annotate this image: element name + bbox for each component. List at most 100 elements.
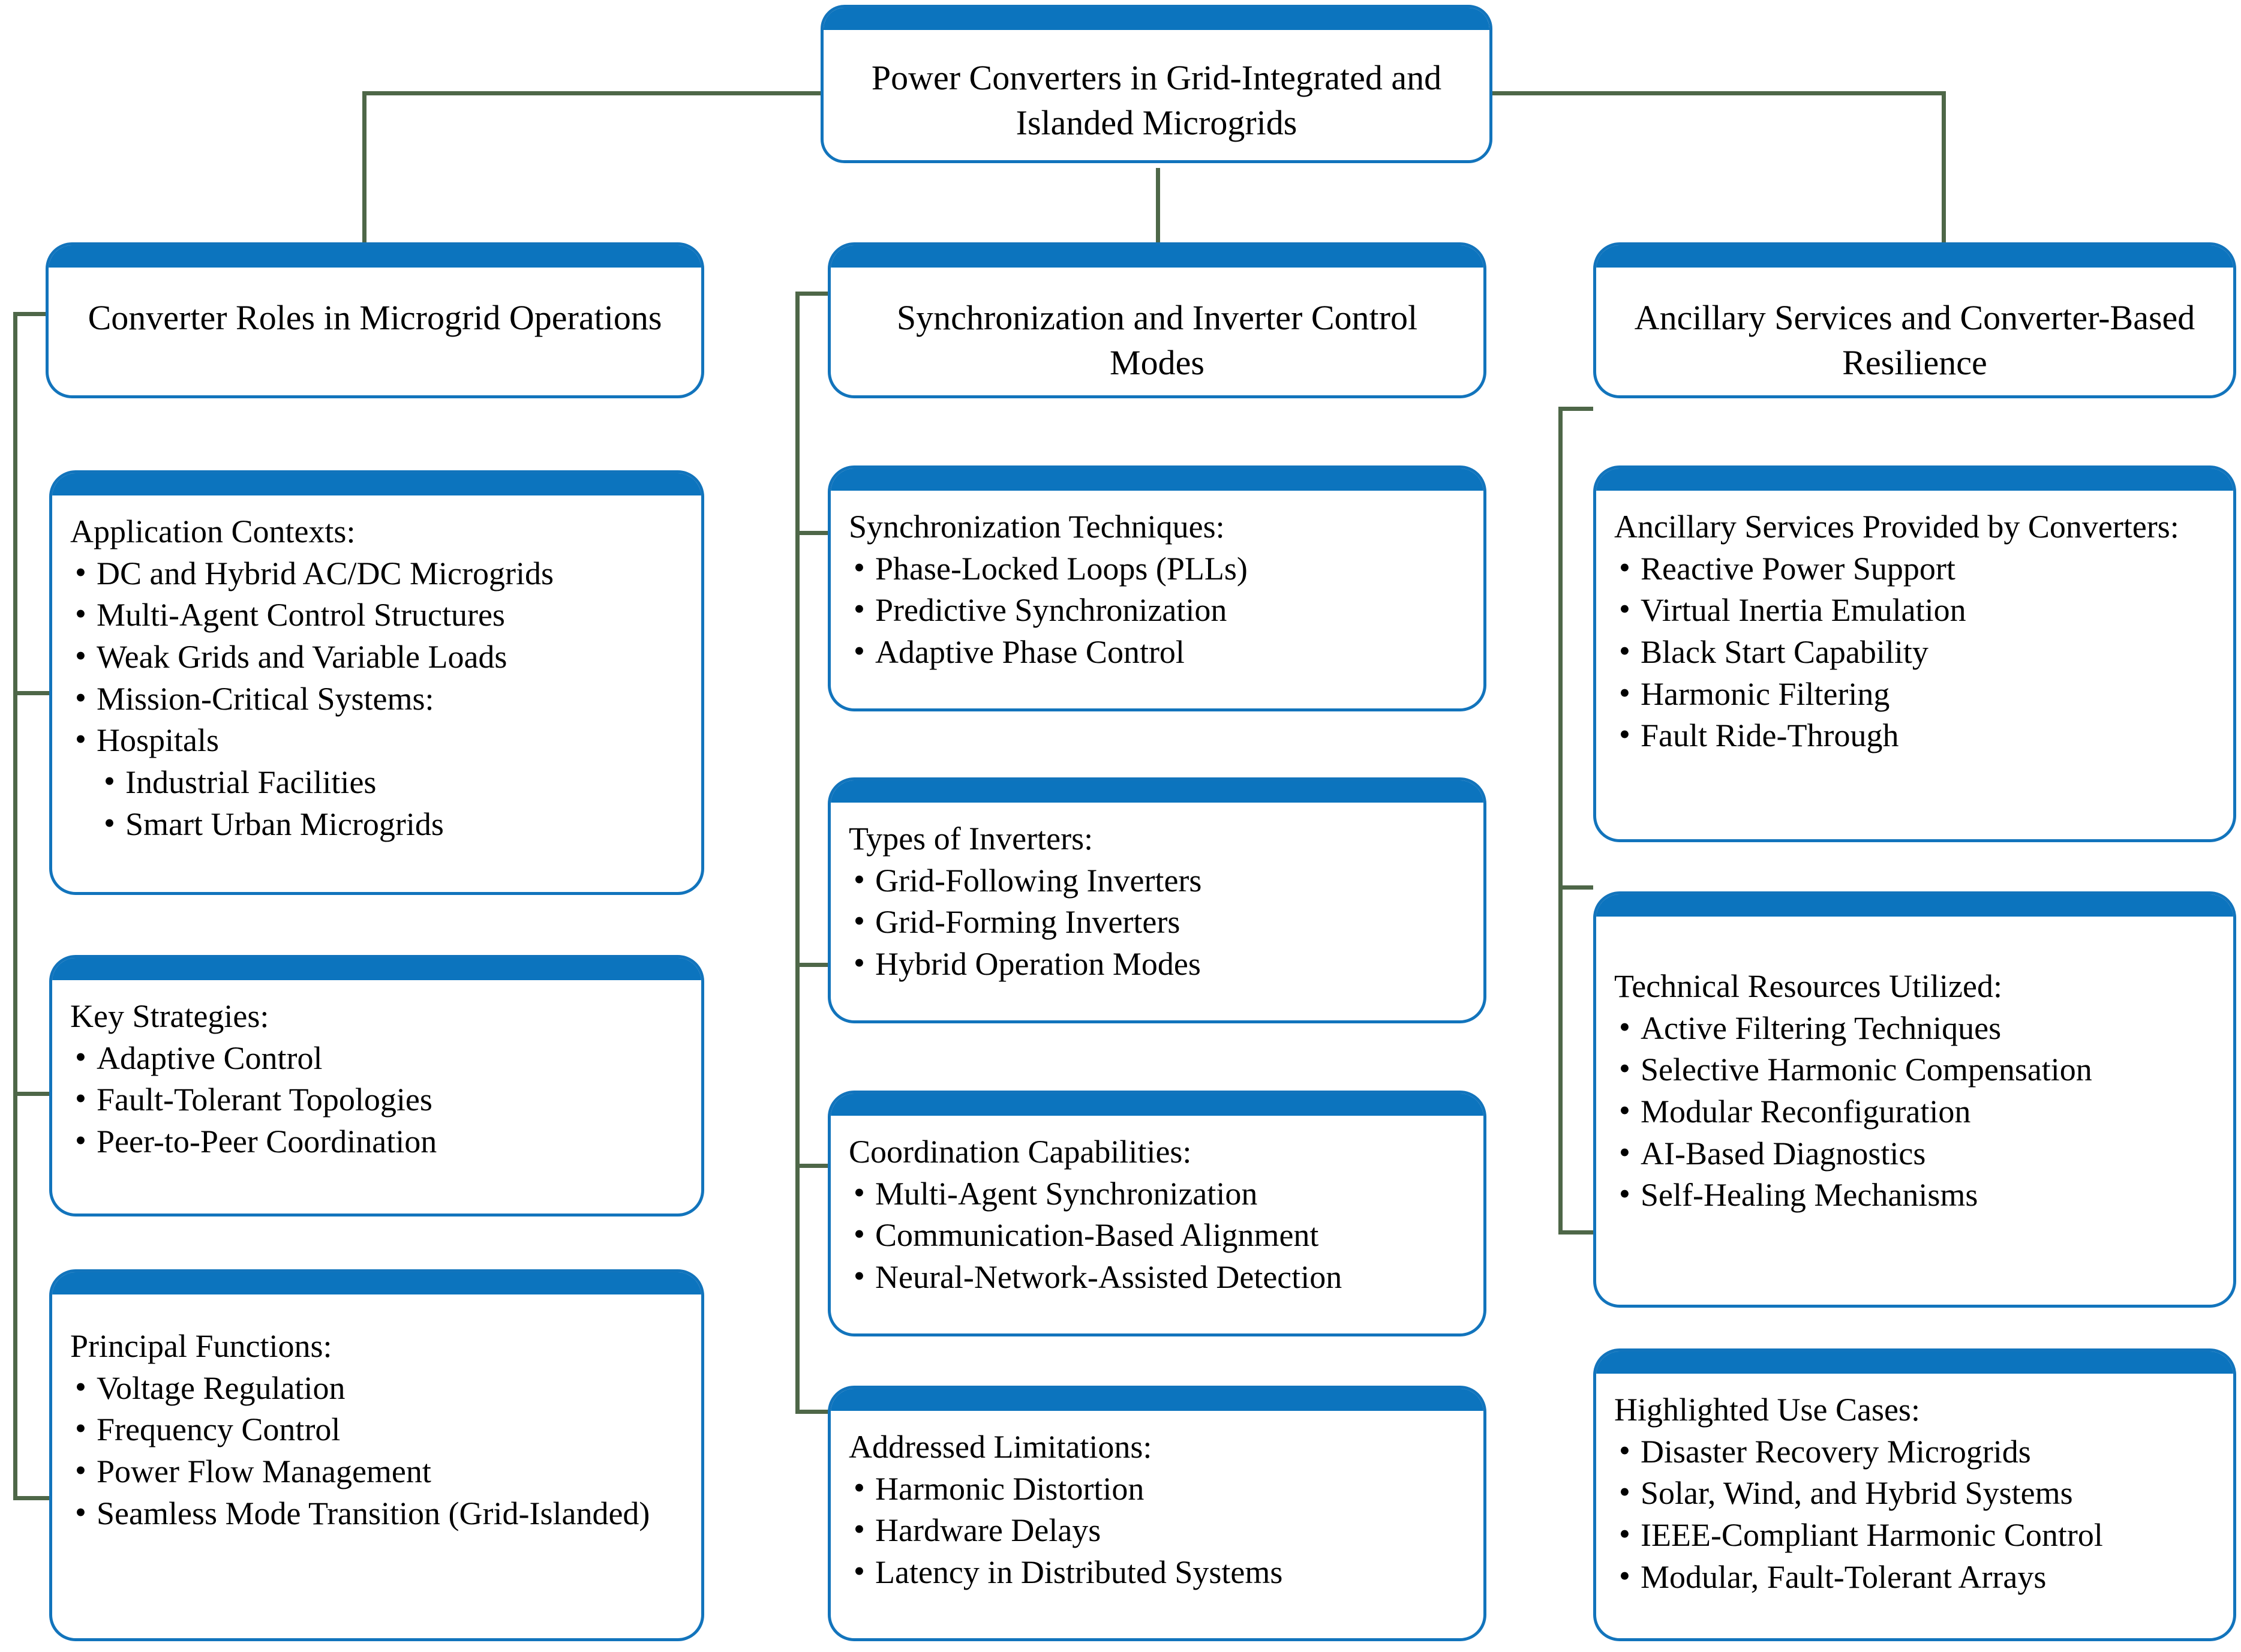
list-item: Grid-Forming Inverters (849, 900, 1465, 944)
list-item: Modular Reconfiguration (1614, 1090, 2215, 1133)
connector-col1-to-card2 (13, 1092, 49, 1096)
list-item: Self-Healing Mechanisms (1614, 1173, 2215, 1217)
card-lead: Addressed Limitations: (849, 1429, 1152, 1465)
list-item: Virtual Inertia Emulation (1614, 588, 2215, 632)
connector-col1-spine (13, 312, 17, 1500)
node-cap (831, 1094, 1483, 1116)
connector-root-right-drop (1942, 91, 1946, 373)
list-item: Predictive Synchronization (849, 588, 1465, 632)
bullet-list: Harmonic Distortion Hardware Delays Late… (849, 1467, 1465, 1594)
connector-col2-to-card1 (795, 531, 830, 535)
connector-col2-to-card4 (795, 1410, 830, 1414)
card-principal-functions[interactable]: Principal Functions: Voltage Regulation … (49, 1269, 704, 1641)
list-item: Weak Grids and Variable Loads (70, 635, 683, 678)
column-header-label: Converter Roles in Microgrid Operations (88, 298, 662, 337)
list-item: Fault Ride-Through (1614, 714, 2215, 757)
list-item: Communication-Based Alignment (849, 1214, 1465, 1257)
list-item: Hospitals (70, 719, 683, 762)
node-cap (1596, 894, 2233, 917)
list-item: Power Flow Management (70, 1450, 683, 1493)
bullet-list: Grid-Following Inverters Grid-Forming In… (849, 859, 1465, 986)
connector-root-left-drop (362, 91, 367, 373)
list-item: Harmonic Distortion (849, 1467, 1465, 1510)
card-lead: Principal Functions: (70, 1328, 332, 1364)
root-node[interactable]: Power Converters in Grid-Integrated and … (821, 5, 1492, 163)
node-cap (52, 958, 701, 980)
card-technical-resources-utilized[interactable]: Technical Resources Utilized: Active Fil… (1593, 891, 2236, 1308)
list-item: Multi-Agent Control Structures (70, 593, 683, 636)
list-item: Latency in Distributed Systems (849, 1551, 1465, 1594)
list-item: AI-Based Diagnostics (1614, 1132, 2215, 1175)
node-cap (1596, 1351, 2233, 1374)
card-synchronization-techniques[interactable]: Synchronization Techniques: Phase-Locked… (828, 465, 1486, 711)
list-item: Modular, Fault-Tolerant Arrays (1614, 1555, 2215, 1599)
card-application-contexts[interactable]: Application Contexts: DC and Hybrid AC/D… (49, 470, 704, 895)
connector-col3-to-card3 (1558, 1230, 1593, 1235)
bullet-list: Reactive Power Support Virtual Inertia E… (1614, 547, 2215, 757)
node-cap (831, 468, 1483, 491)
column-header-converter-roles[interactable]: Converter Roles in Microgrid Operations (46, 242, 704, 398)
bullet-list: Phase-Locked Loops (PLLs) Predictive Syn… (849, 547, 1465, 674)
list-item: Industrial Facilities (70, 761, 683, 804)
bullet-list: Multi-Agent Synchronization Communicatio… (849, 1172, 1465, 1299)
list-item: Active Filtering Techniques (1614, 1007, 2215, 1050)
connector-col2-to-card3 (795, 1164, 830, 1168)
card-highlighted-use-cases[interactable]: Highlighted Use Cases: Disaster Recovery… (1593, 1348, 2236, 1641)
list-item: Adaptive Phase Control (849, 630, 1465, 674)
bullet-list: Voltage Regulation Frequency Control Pow… (70, 1366, 683, 1535)
connector-col2-to-card2 (795, 963, 830, 967)
connector-col3-to-card1 (1558, 885, 1593, 890)
node-cap (831, 245, 1483, 268)
connector-col1-to-header (13, 312, 49, 316)
card-lead: Types of Inverters: (849, 821, 1094, 857)
node-cap (831, 1389, 1483, 1411)
list-item: Frequency Control (70, 1408, 683, 1451)
card-lead: Ancillary Services Provided by Converter… (1614, 509, 2179, 545)
column-header-ancillary-resilience[interactable]: Ancillary Services and Converter-Based R… (1593, 242, 2236, 398)
column-header-synchronization-control[interactable]: Synchronization and Inverter Control Mod… (828, 242, 1486, 398)
card-key-strategies[interactable]: Key Strategies: Adaptive Control Fault-T… (49, 955, 704, 1217)
node-cap (1596, 245, 2233, 268)
node-cap (49, 245, 701, 268)
list-item: Seamless Mode Transition (Grid-Islanded) (70, 1492, 683, 1535)
list-item: Hybrid Operation Modes (849, 942, 1465, 986)
list-item: IEEE-Compliant Harmonic Control (1614, 1513, 2215, 1557)
column-header-label: Ancillary Services and Converter-Based R… (1634, 298, 2195, 383)
bullet-list: Disaster Recovery Microgrids Solar, Wind… (1614, 1430, 2215, 1599)
list-item: Smart Urban Microgrids (70, 803, 683, 846)
list-item: Multi-Agent Synchronization (849, 1172, 1465, 1215)
card-lead: Key Strategies: (70, 998, 269, 1034)
list-item: Disaster Recovery Microgrids (1614, 1430, 2215, 1473)
list-item: Peer-to-Peer Coordination (70, 1120, 683, 1163)
connector-col3-spine (1558, 407, 1563, 1235)
list-item: Adaptive Control (70, 1037, 683, 1080)
node-cap (52, 1272, 701, 1294)
list-item: Grid-Following Inverters (849, 859, 1465, 902)
bullet-list: Active Filtering Techniques Selective Ha… (1614, 1007, 2215, 1217)
list-item: Mission-Critical Systems: (70, 677, 683, 720)
node-cap (1596, 468, 2233, 491)
card-addressed-limitations[interactable]: Addressed Limitations: Harmonic Distorti… (828, 1386, 1486, 1641)
card-types-of-inverters[interactable]: Types of Inverters: Grid-Following Inver… (828, 777, 1486, 1023)
list-item: Selective Harmonic Compensation (1614, 1048, 2215, 1091)
list-item: Black Start Capability (1614, 630, 2215, 674)
root-node-title: Power Converters in Grid-Integrated and … (871, 58, 1442, 143)
card-lead: Synchronization Techniques: (849, 509, 1225, 545)
connector-col2-to-header (795, 292, 830, 296)
list-item: Phase-Locked Loops (PLLs) (849, 547, 1465, 590)
list-item: DC and Hybrid AC/DC Microgrids (70, 552, 683, 595)
card-lead: Application Contexts: (70, 513, 356, 549)
card-lead: Highlighted Use Cases: (1614, 1392, 1920, 1428)
connector-col1-to-card3 (13, 1496, 49, 1500)
list-item: Solar, Wind, and Hybrid Systems (1614, 1471, 2215, 1515)
card-lead: Technical Resources Utilized: (1614, 968, 2002, 1004)
card-ancillary-services-provided[interactable]: Ancillary Services Provided by Converter… (1593, 465, 2236, 842)
connector-col2-spine (795, 292, 800, 1413)
card-lead: Coordination Capabilities: (849, 1134, 1192, 1170)
node-cap (831, 780, 1483, 803)
column-header-label: Synchronization and Inverter Control Mod… (896, 298, 1418, 383)
connector-col1-to-card1 (13, 691, 49, 695)
card-coordination-capabilities[interactable]: Coordination Capabilities: Multi-Agent S… (828, 1091, 1486, 1336)
list-item: Fault-Tolerant Topologies (70, 1078, 683, 1121)
